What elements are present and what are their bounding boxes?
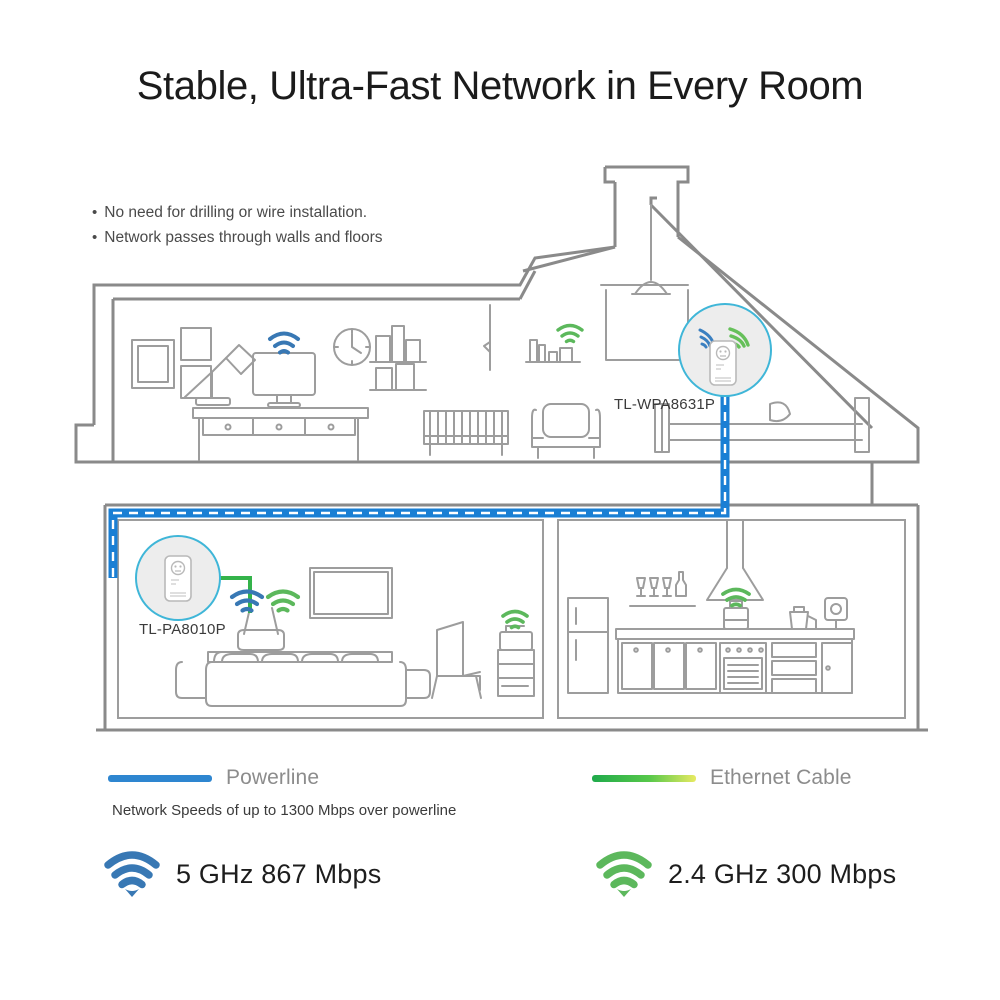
kitchen-cabinets-left <box>621 642 717 690</box>
upper-floor-walls <box>74 270 918 464</box>
page-title: Stable, Ultra-Fast Network in Every Room <box>136 64 864 108</box>
lower-floor-walls <box>103 462 920 732</box>
spec-5ghz: 5 GHz 867 Mbps <box>104 848 381 900</box>
legend-label-ethernet: Ethernet Cable <box>710 766 852 789</box>
ethernet-line-swatch <box>592 774 696 782</box>
device-label-wpa8631p: TL-WPA8631P <box>614 396 716 413</box>
callout-wpa8631p[interactable] <box>678 303 772 397</box>
radiator <box>423 410 509 456</box>
list-item: • No need for drilling or wire installat… <box>92 200 383 225</box>
spec-24ghz: 2.4 GHz 300 Mbps <box>596 848 896 900</box>
wall-tv <box>309 567 393 619</box>
legend-item-ethernet: Ethernet Cable <box>592 766 852 790</box>
side-table <box>497 649 535 697</box>
spec-label-5ghz: 5 GHz 867 Mbps <box>176 858 382 889</box>
wifi-icon-router-5ghz <box>229 589 265 613</box>
desk <box>192 407 369 461</box>
bullet-marker-icon: • <box>92 204 98 221</box>
door-detail <box>483 304 491 371</box>
speed-specs: 5 GHz 867 Mbps 2.4 GHz 300 Mbps <box>0 848 1000 918</box>
armchair-lower <box>431 621 482 699</box>
refrigerator <box>567 597 609 694</box>
powerline-cable <box>108 380 730 578</box>
wifi-icon-kitchen <box>721 587 751 608</box>
powerline-adapter-icon <box>164 555 192 602</box>
powerline-adapter-icon <box>709 340 737 386</box>
powerline-line-swatch <box>108 774 212 782</box>
legend-caption: Network Speeds of up to 1300 Mbps over p… <box>112 802 457 819</box>
list-item: • Network passes through walls and floor… <box>92 225 383 250</box>
wifi-icon-router-24ghz <box>265 589 301 613</box>
wine-glasses <box>629 571 696 607</box>
spec-label-24ghz: 2.4 GHz 300 Mbps <box>668 858 897 889</box>
wall-clock <box>333 328 371 366</box>
wifi-icon-shelf <box>556 323 584 344</box>
ceiling-panel <box>600 284 689 361</box>
legend: Powerline Ethernet Cable <box>0 766 1000 806</box>
bullet-marker-icon: • <box>92 229 98 246</box>
sofa <box>175 651 431 707</box>
bed <box>654 397 870 453</box>
legend-label-powerline: Powerline <box>226 766 320 789</box>
kitchen-drawers <box>771 642 817 694</box>
oven <box>719 642 767 694</box>
wifi-router <box>237 607 285 651</box>
armchair-upper <box>531 403 601 459</box>
wifi-icon-24ghz <box>596 851 652 897</box>
kitchen-cabinet-right <box>821 642 853 694</box>
monitor <box>252 352 316 408</box>
bullet-text: Network passes through walls and floors <box>104 229 383 246</box>
living-room-outline <box>117 519 544 719</box>
wifi-icon-5ghz <box>104 851 160 897</box>
device-label-pa8010p: TL-PA8010P <box>139 621 226 638</box>
kettle <box>789 606 817 630</box>
bullet-text: No need for drilling or wire installatio… <box>104 204 368 221</box>
wifi-icon-printer <box>501 609 529 630</box>
picture-frames <box>131 327 212 399</box>
bookshelf <box>369 325 427 391</box>
coffee-machine <box>723 600 749 630</box>
legend-item-powerline: Powerline <box>108 766 319 790</box>
callout-pa8010p[interactable] <box>135 535 221 621</box>
books-shelf-small <box>525 339 581 363</box>
wall-socket <box>824 597 848 630</box>
feature-bullet-list: • No need for drilling or wire installat… <box>92 200 383 250</box>
pendant-lamp <box>631 204 671 295</box>
desk-lamp <box>184 344 256 406</box>
printer <box>499 625 533 651</box>
wifi-icon-monitor <box>268 331 300 355</box>
kitchen-outline <box>557 519 906 719</box>
